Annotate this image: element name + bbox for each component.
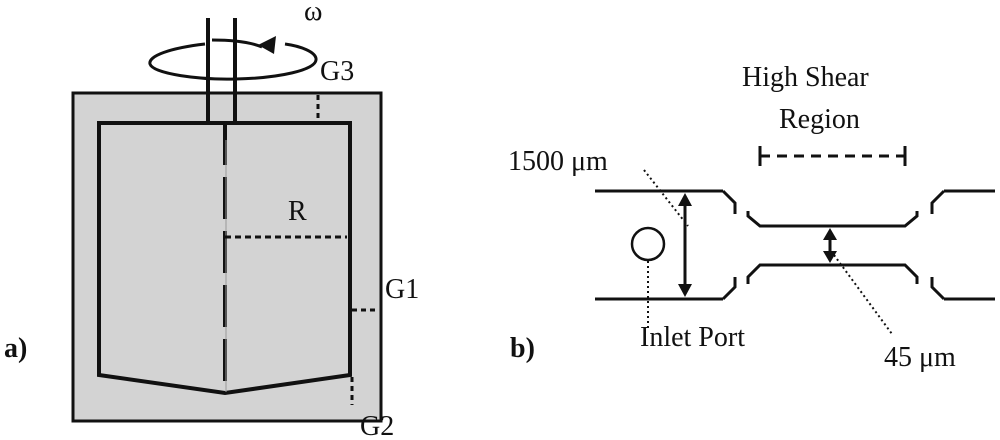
narrow-channel-bottom (746, 263, 919, 284)
gap-leader (833, 254, 893, 335)
width-arrowhead-top (678, 193, 692, 206)
arrowheads (678, 193, 837, 297)
narrow-channel-top (746, 211, 919, 228)
panel-b (595, 146, 995, 335)
rotation-arrow (148, 42, 318, 81)
width-leader (643, 169, 689, 227)
region-label: Region (779, 104, 860, 135)
inlet-port (630, 226, 666, 262)
channel-width-label: 1500 μm (508, 146, 608, 177)
gap1-label: G1 (385, 274, 419, 305)
right-channel-bottom-start (930, 277, 946, 301)
radius-label: R (288, 196, 307, 227)
width-arrowhead-bottom (678, 284, 692, 297)
gap-arrowhead-bottom (823, 251, 837, 263)
rotation-arrowhead (258, 36, 276, 54)
left-channel-bottom-end (721, 277, 737, 301)
gap-arrowhead-top (823, 228, 837, 240)
panel-a-label: a) (4, 333, 27, 364)
rotation-arrow-back (211, 38, 263, 49)
inlet-port-label: Inlet Port (640, 322, 745, 353)
omega-label: ω (304, 0, 322, 27)
panel-b-label: b) (510, 333, 535, 364)
gap-width-label: 45 μm (884, 342, 956, 373)
right-channel-top-start (930, 189, 946, 214)
left-channel-top-end (721, 189, 737, 214)
high-shear-label: High Shear (742, 62, 869, 93)
panel-a: ω G3 R G1 G2 a) (4, 0, 419, 440)
gap3-label: G3 (320, 56, 354, 87)
gap2-label: G2 (360, 411, 394, 440)
